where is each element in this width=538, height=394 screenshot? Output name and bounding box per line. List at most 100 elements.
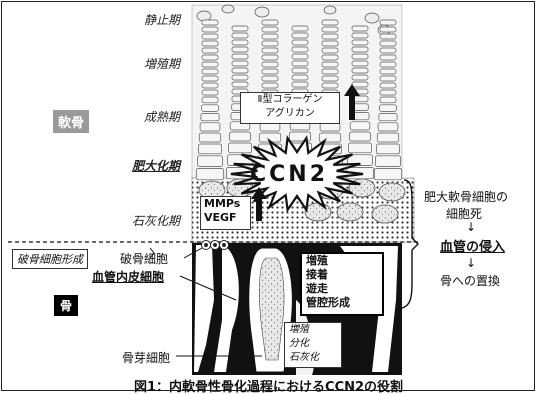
chondrocyte-cell [231,53,249,60]
chondrocyte-cell [261,47,279,54]
hypertrophic-cell [378,182,406,202]
chondrocyte-cell [291,25,309,32]
flow-hypertrophic-death-2: 細胞死 [446,207,483,221]
bone-badge: 骨 [54,295,79,316]
vessel-lumen [259,257,285,361]
chondrocyte-cell [201,54,219,61]
chondrocyte-cell [228,131,252,142]
upregulation-arrows [251,84,360,221]
chondrocyte-cell [379,33,397,40]
ccn2-starburst [230,135,364,213]
chondrocyte-cell [379,89,397,96]
chondrocyte-cell [319,122,341,132]
chondrocyte-cell [199,122,221,132]
chondrocyte-cell [378,113,398,122]
chondrocyte-cell [201,40,219,47]
chondrocyte-cell [348,142,372,154]
chondrocyte-cell [201,89,219,96]
chondrocyte-cell [291,46,309,53]
chondrocyte-cell [321,26,339,33]
flow-arrow-1: ↓ [466,220,477,234]
chondrocyte-cell [261,19,279,26]
chondrocyte-cell [291,67,309,74]
osteoblast-differentiation: 分化 [289,338,309,349]
chondrocyte-cell [351,60,369,67]
chondrocyte-cell [377,122,399,132]
chondrocyte-cell [351,53,369,60]
endothelial-adhesion: 接着 [306,268,328,281]
chondrocyte-cell [201,26,219,33]
chondrocyte-cell [379,68,397,75]
chondrocyte-cell [261,26,279,33]
chondrocyte-cell [231,25,249,32]
chondrocyte-cell [379,54,397,61]
chondrocyte-cell [228,142,252,154]
chondrocyte-cell [347,154,373,166]
chondrocyte-cell [351,32,369,39]
chondrocyte-cell [373,168,403,181]
chondrocyte-cell [351,39,369,46]
chondrocyte-cell [321,75,339,82]
endothelial-migration: 遊走 [306,282,328,295]
chondrocyte-cell [259,122,281,132]
ccn2-label: CCN2 [250,162,329,187]
figure-caption: 図1：内軟骨性骨化過程におけるCCN2の役割 [134,380,404,394]
trabecula-left [194,245,214,372]
chondrocyte-cell [197,155,224,167]
cartilage-badge: 軟骨 [53,110,90,133]
chondrocyte-cell [261,75,279,82]
chondrocyte-cell [201,104,219,112]
chondrocyte-cell [379,104,397,112]
osteoblast-label: 骨芽細胞 [122,351,171,365]
stage-label-proliferative: 増殖期 [143,57,180,71]
chondrocyte-cell [261,33,279,40]
chondrocyte-cell [321,19,339,26]
osteoclast-label: 破骨細胞 [120,252,169,266]
chondrocyte-cell [201,47,219,54]
chondrocyte-cell [195,168,225,181]
flow-bone-replacement: 骨への置換 [440,274,501,288]
chondrocyte-cell [291,74,309,81]
aggrecan-label: アグリカン [265,108,315,119]
stage-label-maturation: 成熟期 [143,110,180,124]
collagen-aggrecan-box: Ⅱ型コラーゲン アグリカン [240,92,340,124]
chondrocyte-cell [201,75,219,82]
chondrocyte-cell [291,60,309,67]
chondrocyte-cell [291,53,309,60]
chondrocyte-cell [379,75,397,82]
chondrocyte-cell [351,25,369,32]
osteoblast-proliferation: 増殖 [289,324,309,335]
chondrocyte-cell [321,40,339,47]
chondrocyte-cell [201,33,219,40]
chondrocyte-cell [231,32,249,39]
chondrocyte-cell [349,121,371,131]
chondrocyte-cell [261,68,279,75]
chondrocyte-cell [379,61,397,68]
chondrocyte-cell [198,132,222,143]
flow-vascular-invasion: 血管の侵入 [440,240,506,255]
mmps-label: MMPs [204,197,241,210]
chondrocyte-cell [197,143,223,155]
chondrocyte-cell [379,40,397,47]
chondrocyte-cell [231,67,249,74]
chondrocyte-cell [321,61,339,68]
hypertrophic-cell [304,202,332,222]
hypertrophic-cell [371,204,399,224]
endothelial-tube-formation: 管腔形成 [306,296,350,309]
chondrocyte-cell [291,32,309,39]
chondrocyte-cell [201,61,219,68]
chondrocyte-cell [321,82,339,89]
collagen-label: Ⅱ型コラーゲン [257,94,323,105]
chondrocyte-cell [231,81,249,88]
chondrocyte-cell [201,82,219,89]
chondrocyte-cell [379,26,397,33]
chondrocyte-cell [231,74,249,81]
endothelial-function-box: 増殖 接着 遊走 管腔形成 [300,252,384,316]
chondrocyte-cell [291,81,309,88]
chondrocyte-cell [261,40,279,47]
chondrocyte-cell [318,132,342,143]
flow-hypertrophic-death-1: 肥大軟骨細胞の [424,190,509,204]
leader-lines [149,247,262,357]
